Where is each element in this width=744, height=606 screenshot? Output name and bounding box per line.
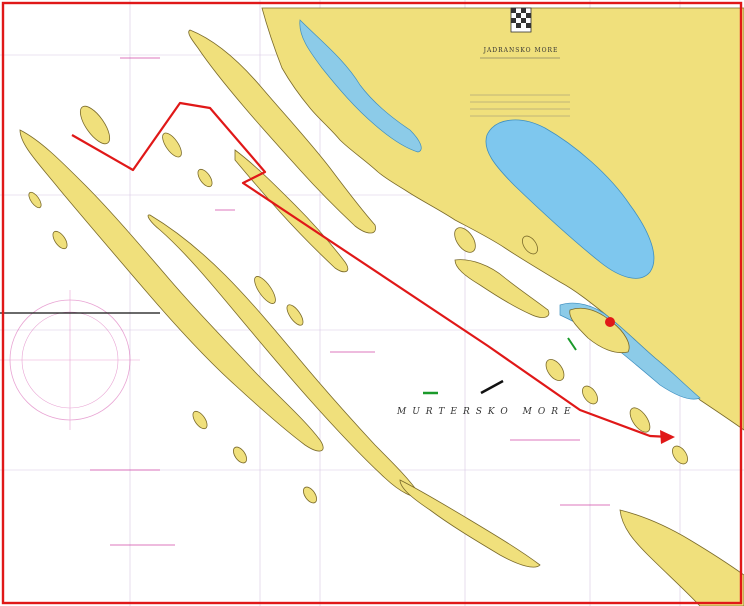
island-murter [454,259,550,318]
route-arrowhead [660,430,675,444]
chart-title: JADRANSKO MORE [483,47,559,54]
route-line [71,101,671,439]
black-mark [480,379,504,395]
islets [28,105,688,504]
compass-rose [0,290,140,430]
sea-name-label: MURTERSKO MORE [396,407,577,417]
island-outer-long [19,129,324,452]
island-kornati [147,214,421,497]
location-marker [605,317,615,327]
magenta-boundaries [90,57,610,546]
island-near-marker [569,307,630,354]
planned-route [71,101,675,444]
island-north-east [188,29,376,234]
green-mark-2 [567,337,577,351]
island-south-east [619,509,744,606]
island-south-chain [399,479,541,568]
channel-north [299,19,422,153]
title-block: JADRANSKO MORE [470,7,570,117]
lake-fill [485,119,655,279]
